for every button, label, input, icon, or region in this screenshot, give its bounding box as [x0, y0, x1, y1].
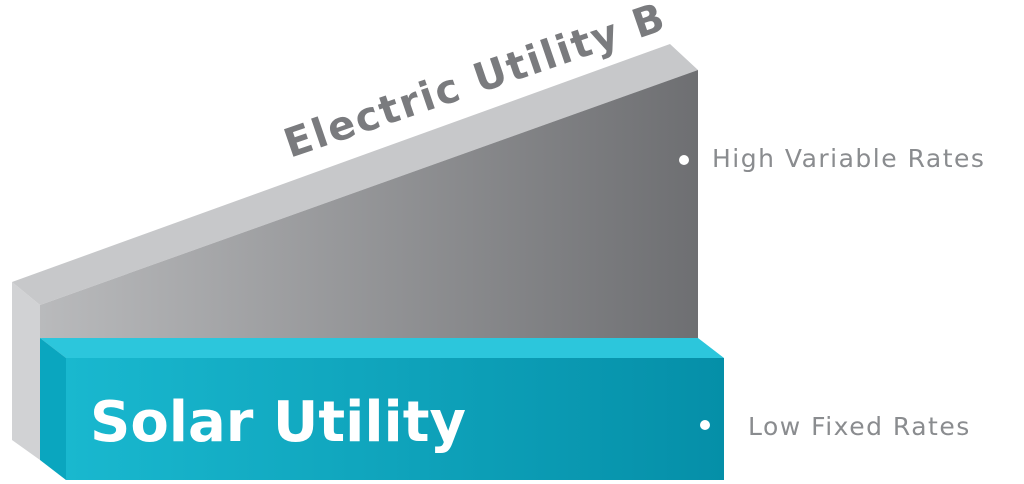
- low-rate-bullet: [700, 420, 710, 430]
- high-rate-bullet: [679, 155, 689, 165]
- solar-block-top-edge: [40, 338, 724, 358]
- bill-block-top-edge: [12, 44, 698, 305]
- low-fixed-rates-label: Low Fixed Rates: [748, 412, 971, 441]
- high-variable-rates-label: High Variable Rates: [712, 144, 986, 173]
- solar-utility-label: Solar Utility: [90, 390, 466, 455]
- solar-utility-block: Solar Utility: [40, 338, 724, 480]
- bill-block-left-side: [12, 282, 40, 460]
- solar-block-left-side: [40, 338, 66, 480]
- solar-block-front-face: [66, 358, 724, 480]
